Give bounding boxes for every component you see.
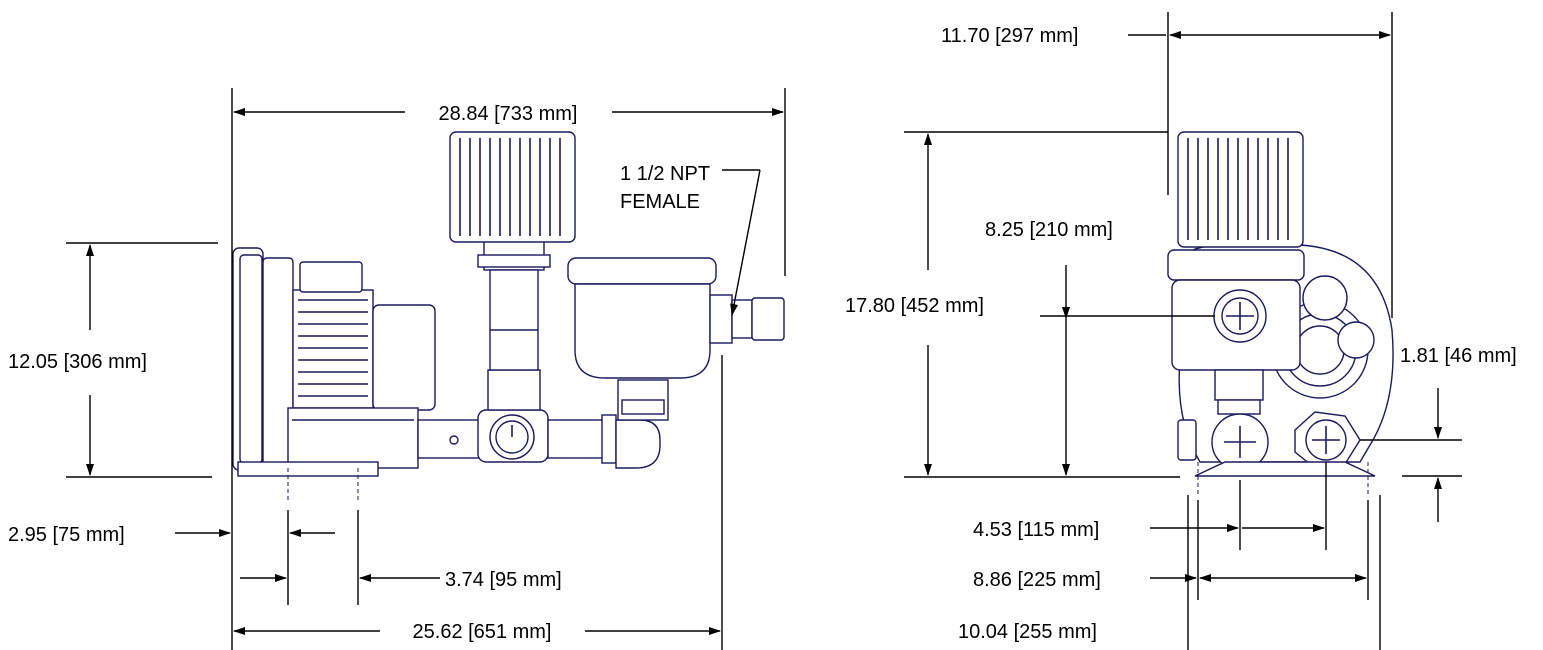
side-view bbox=[232, 131, 785, 500]
front-view bbox=[1167, 131, 1394, 495]
side-foot-spacing-label: 3.74 [95 mm] bbox=[445, 569, 562, 591]
front-overall-height-label: 17.80 [452 mm] bbox=[845, 295, 984, 317]
side-foot-offset-label: 2.95 [75 mm] bbox=[8, 524, 125, 546]
front-foot-inner-label: 4.53 [115 mm] bbox=[973, 519, 1099, 541]
side-base-length-label: 25.62 [651 mm] bbox=[413, 621, 552, 643]
npt-label-line1: 1 1/2 NPT bbox=[620, 163, 710, 185]
side-dimensions bbox=[66, 88, 786, 650]
front-port-height-label: 8.25 [210 mm] bbox=[985, 219, 1113, 241]
front-foot-spacing-label: 8.86 [225 mm] bbox=[973, 569, 1101, 591]
front-port-offset-label: 1.81 [46 mm] bbox=[1400, 345, 1517, 367]
front-dimensions bbox=[904, 12, 1462, 650]
npt-label-line2: FEMALE bbox=[620, 191, 700, 213]
side-height-label: 12.05 [306 mm] bbox=[8, 351, 147, 373]
side-overall-length-label: 28.84 [733 mm] bbox=[439, 103, 578, 125]
front-width-top-label: 11.70 [297 mm] bbox=[941, 25, 1078, 47]
front-base-width-label: 10.04 [255 mm] bbox=[958, 621, 1097, 643]
